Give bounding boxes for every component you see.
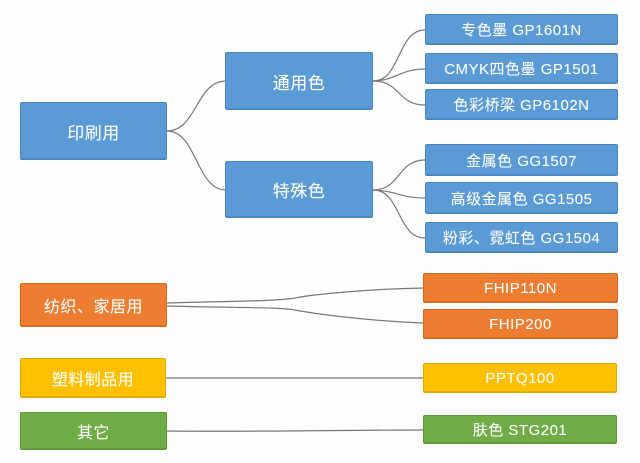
node-textile-home: 纺织、家居用	[20, 283, 167, 327]
connector-general-cmyk	[372, 68, 426, 82]
connector-textile-fhip110n	[166, 287, 424, 304]
node-skin-stg201: 肤色 STG201	[423, 415, 617, 444]
node-other: 其它	[20, 412, 167, 450]
node-general-color: 通用色	[225, 52, 373, 110]
connector-special-pastel	[372, 189, 426, 239]
node-spot-ink-gp1601n: 专色墨 GP1601N	[425, 14, 618, 45]
node-plastic-products: 塑料制品用	[20, 358, 166, 398]
connector-printing-special	[166, 130, 227, 191]
node-pptq100: PPTQ100	[423, 363, 617, 393]
node-cmyk-ink-gp1501: CMYK四色墨 GP1501	[425, 53, 618, 84]
connector-special-metallic	[372, 159, 426, 191]
node-printing: 印刷用	[20, 102, 167, 160]
node-fhip110n: FHIP110N	[423, 273, 618, 303]
connector-general-spot	[372, 29, 426, 82]
node-fhip200: FHIP200	[423, 309, 618, 339]
connector-general-bridge	[372, 80, 426, 106]
connector-printing-general	[166, 80, 227, 132]
node-color-bridge-gp6102n: 色彩桥梁 GP6102N	[425, 89, 618, 120]
connector-textile-fhip200	[166, 305, 424, 324]
node-metallic-gg1507: 金属色 GG1507	[425, 144, 618, 176]
node-premium-metallic-gg1505: 高级金属色 GG1505	[425, 182, 618, 214]
node-special-color: 特殊色	[225, 161, 373, 218]
connector-other-skin	[166, 429, 424, 432]
node-pastel-neon-gg1504: 粉彩、霓虹色 GG1504	[425, 222, 618, 253]
